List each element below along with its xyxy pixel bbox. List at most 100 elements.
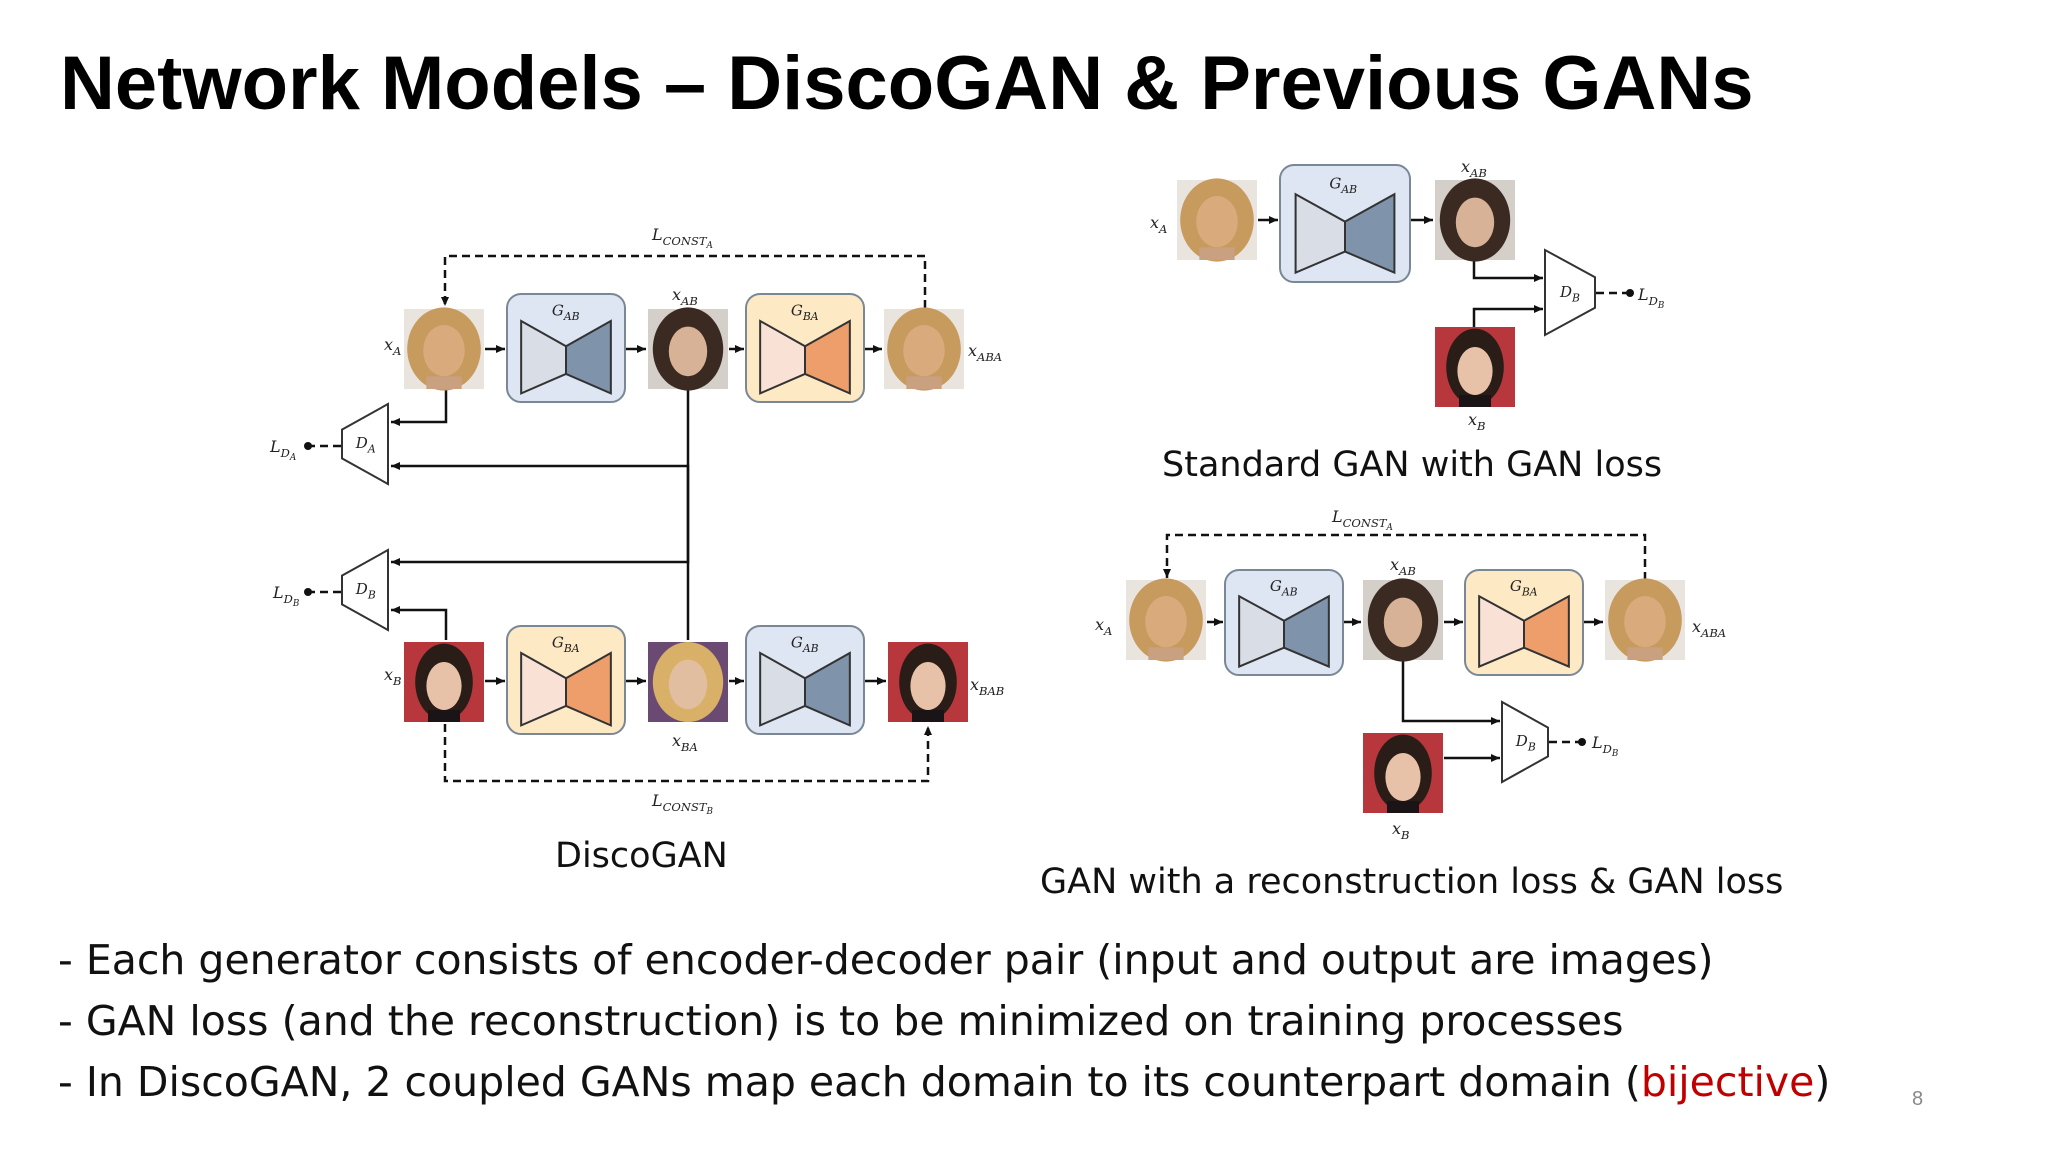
discriminator-label: DA <box>355 434 376 456</box>
recon-face-xaba <box>1605 578 1685 662</box>
recon-generator-gab <box>1224 569 1344 676</box>
discogan-generator-gab-bottom <box>745 625 865 735</box>
label-rec-lconst-a: LCONSTA <box>1331 507 1393 533</box>
discogan-discriminator-da <box>341 402 389 486</box>
label-xb: xB <box>384 665 402 688</box>
generator-label: GAB <box>1329 174 1357 196</box>
loss-dot <box>1578 738 1586 746</box>
arrow-xb-to-db <box>391 606 448 640</box>
clothing-shape <box>1387 801 1419 813</box>
discogan-generator-gab-top <box>506 293 626 403</box>
label-rec-xaba: xABA <box>1692 617 1726 640</box>
const-b-loop-discogan <box>443 724 932 783</box>
label-lconst-a: LCONSTA <box>651 225 713 251</box>
label-std-xa: xA <box>1150 213 1167 236</box>
bullet-text: - GAN loss (and the reconstruction) is t… <box>58 997 1624 1045</box>
arrow-std-xab-to-db <box>1472 260 1543 282</box>
face-shape <box>668 659 708 710</box>
decoder-shape <box>1523 594 1570 669</box>
label-xa: xA <box>384 335 401 358</box>
generator-label: GAB <box>791 634 819 656</box>
clothing-shape <box>1459 395 1491 407</box>
bullet-text-end: ) <box>1814 1058 1831 1106</box>
label-xba: xBA <box>672 731 698 754</box>
face-shape <box>910 662 946 710</box>
label-std-ldb: LDB <box>1637 285 1665 311</box>
decoder-shape <box>804 651 851 727</box>
discogan-face-xbab <box>888 642 968 722</box>
face-shape <box>426 662 462 710</box>
bullet-list: - Each generator consists of encoder-dec… <box>58 930 1830 1113</box>
bullet-item-2: - GAN loss (and the reconstruction) is t… <box>58 991 1830 1052</box>
face-shape <box>1457 347 1493 395</box>
diagram-connectors <box>304 216 1647 783</box>
discriminator-label: DB <box>1515 732 1536 754</box>
arrow-xa-to-da <box>391 390 448 426</box>
recon-face-xb <box>1363 733 1443 813</box>
label-xaba: xABA <box>968 341 1002 364</box>
slide-title: Network Models – DiscoGAN & Previous GAN… <box>60 41 1754 126</box>
discriminator-label: DB <box>355 580 376 602</box>
arrow-rec-xab-to-db <box>1401 661 1500 725</box>
decoder-shape <box>1344 192 1396 275</box>
neck-shape <box>906 376 942 389</box>
bullet-item-1: - Each generator consists of encoder-dec… <box>58 930 1830 991</box>
face-shape <box>423 325 465 377</box>
const-a-loop-discogan <box>441 254 927 308</box>
arrow-xba-to-da <box>391 462 690 640</box>
discriminator-shape <box>1501 700 1549 784</box>
discogan-face-xab <box>648 307 728 391</box>
generator-label: GBA <box>552 634 580 656</box>
face-shape <box>1145 596 1187 648</box>
neck-shape <box>1199 247 1235 260</box>
label-ldb: LDB <box>272 583 300 609</box>
discriminator-shape <box>341 402 389 486</box>
decoder-shape <box>804 319 851 395</box>
label-std-xb: xB <box>1468 410 1486 433</box>
standard-face-xa <box>1177 178 1257 262</box>
neck-shape <box>1148 647 1184 660</box>
face-shape <box>1455 197 1495 248</box>
arrow-xab-to-db <box>391 390 690 566</box>
clothing-shape <box>428 710 460 722</box>
discriminator-shape <box>341 548 389 632</box>
loss-dot <box>304 442 312 450</box>
standard-face-xab <box>1435 178 1515 262</box>
discriminator-shape <box>1544 248 1596 337</box>
discogan-face-xaba <box>884 307 964 391</box>
standard-face-xb <box>1435 327 1515 407</box>
face-shape <box>1196 196 1238 248</box>
label-lda: LDA <box>269 437 296 463</box>
label-rec-ldb: LDB <box>1591 733 1619 759</box>
recon-face-xa <box>1126 578 1206 662</box>
discriminator-label: DB <box>1559 283 1580 305</box>
diagram-labels: GAB GBA GBA GAB DA DB xA xAB xABA xB xBA xBAB LCONST… <box>269 157 1726 842</box>
label-rec-xb: xB <box>1392 819 1410 842</box>
bijective-highlight: bijective <box>1640 1058 1815 1106</box>
generator-label: GBA <box>791 302 819 324</box>
decoder-shape <box>565 651 612 727</box>
generator-label: GAB <box>1270 577 1298 599</box>
label-std-xab: xAB <box>1461 157 1487 180</box>
decoder-shape <box>1283 594 1330 669</box>
discogan-face-xa <box>404 307 484 391</box>
recon-face-xab <box>1363 578 1443 662</box>
bullet-item-3: - In DiscoGAN, 2 coupled GANs map each d… <box>58 1052 1830 1113</box>
face-shape <box>668 326 708 377</box>
label-rec-xa: xA <box>1095 615 1112 638</box>
generator-label: GBA <box>1510 577 1538 599</box>
neck-shape <box>426 376 462 389</box>
recon-generator-gba <box>1464 569 1584 676</box>
arrow-std-xb-to-db <box>1472 305 1543 327</box>
bullet-text: - Each generator consists of encoder-dec… <box>58 936 1714 984</box>
discogan-face-xba <box>648 642 728 722</box>
label-xab: xAB <box>672 285 698 308</box>
face-shape <box>1385 753 1421 801</box>
face-shape <box>903 325 945 377</box>
decoder-shape <box>565 319 612 395</box>
label-xbab: xBAB <box>970 675 1004 698</box>
discogan-face-xb <box>404 642 484 722</box>
recon-discriminator-db <box>1501 700 1549 784</box>
generator-label: GAB <box>552 302 580 324</box>
face-shape <box>1383 597 1423 648</box>
